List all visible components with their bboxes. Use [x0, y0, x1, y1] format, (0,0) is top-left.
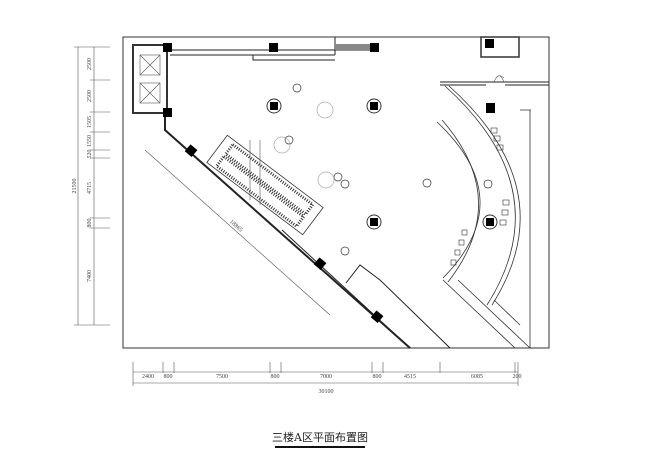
v-dim-4: 1550	[87, 135, 93, 147]
title-underline	[275, 446, 365, 448]
elevator-block	[132, 44, 168, 114]
h-dim-4: 800	[271, 374, 280, 380]
v-dim-5: 520	[87, 150, 93, 159]
round-columns	[266, 98, 498, 230]
v-dim-6: 4715	[87, 182, 93, 194]
diagonal-wall	[164, 113, 411, 349]
v-dim-8: 7400	[87, 270, 93, 282]
h-dim-2: 800	[164, 374, 173, 380]
diagonal-room-wall	[281, 229, 451, 349]
square-columns	[163, 39, 495, 324]
h-dim-8: 6085	[471, 374, 483, 380]
v-dim-7: 800	[87, 219, 93, 228]
vertical-dimensions: 2500 2500 1505 1550 520 4715 800 7400 21…	[72, 46, 110, 326]
escalator	[206, 134, 324, 236]
h-dim-total: 30100	[319, 389, 334, 395]
v-dim-3: 1505	[87, 116, 93, 128]
display-fixtures	[273, 83, 493, 256]
drawing-title: 三楼A区平面布置图	[272, 430, 368, 444]
escalator-guide	[249, 140, 261, 205]
h-dim-6: 800	[373, 374, 382, 380]
v-dim-total: 21500	[72, 179, 78, 194]
h-dim-5: 7000	[320, 374, 332, 380]
h-dim-9: 200	[513, 374, 522, 380]
h-dim-3: 7500	[216, 374, 228, 380]
counter-seats	[450, 127, 510, 266]
curved-counter	[436, 85, 531, 349]
v-dim-2: 2500	[87, 90, 93, 102]
h-dim-1: 2400	[142, 374, 154, 380]
plan-frame	[122, 36, 550, 349]
v-dim-1: 2500	[87, 58, 93, 70]
service-room	[440, 36, 549, 86]
h-dim-7: 4515	[404, 374, 416, 380]
horizontal-dimensions: 2400 800 7500 800 7000 800 4515 6085 200…	[132, 362, 522, 395]
